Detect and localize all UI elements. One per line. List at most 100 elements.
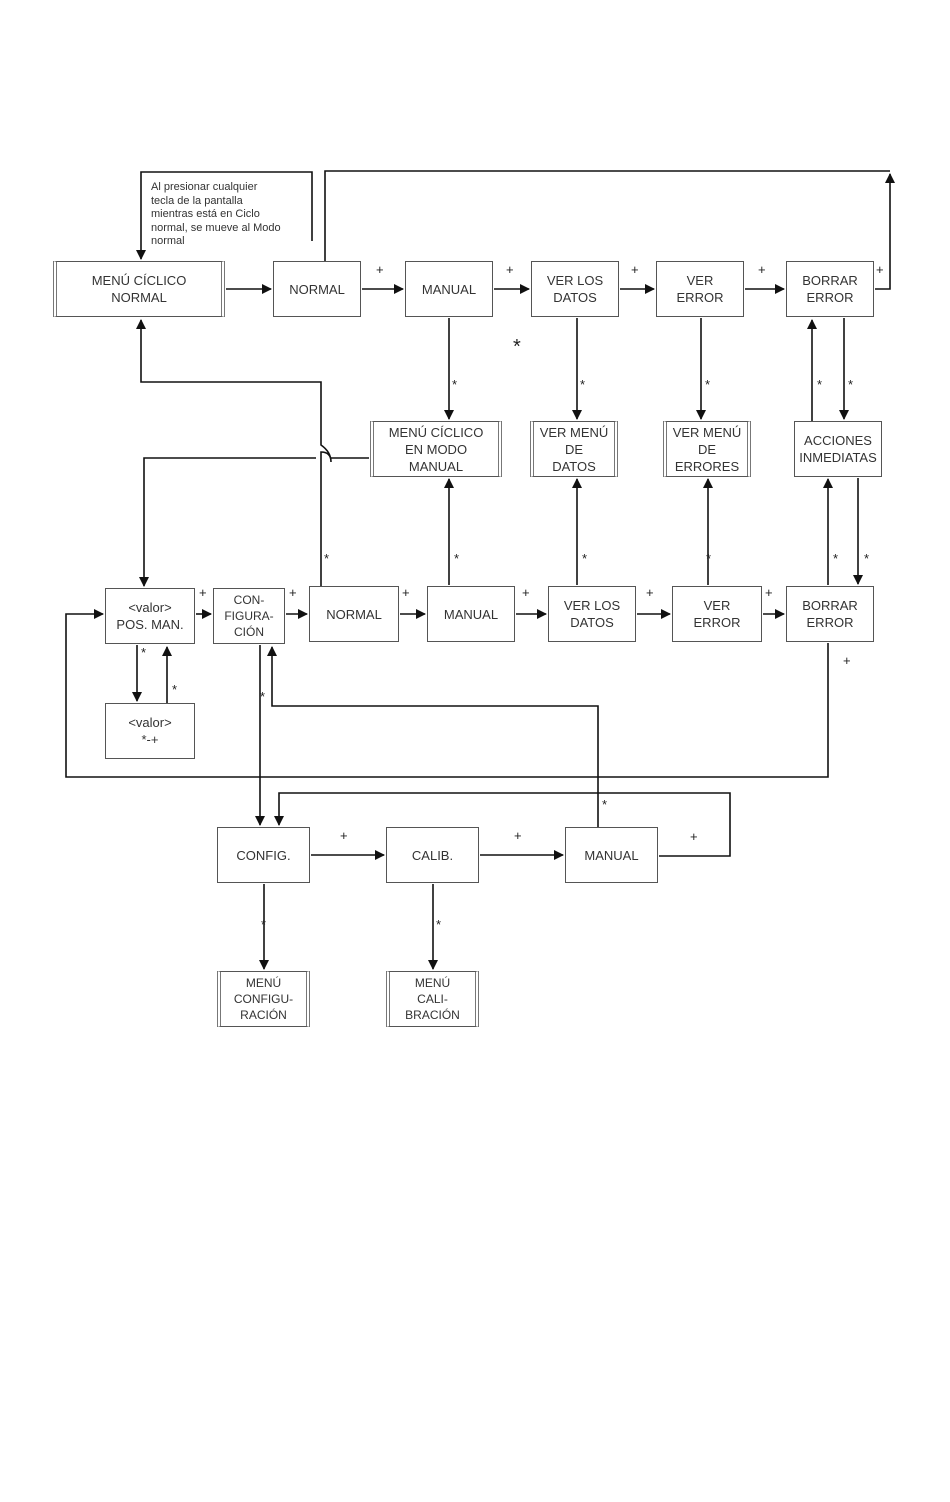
note-arrow	[136, 171, 313, 260]
star-label: *	[580, 377, 586, 392]
box-text: CONFIGU-	[233, 992, 294, 1006]
star-label: *	[864, 551, 870, 566]
box-text: ERROR	[806, 615, 854, 630]
box-text: DE	[564, 441, 584, 457]
box-menu-calibracion: MENÚ CALI- BRACIÓN	[386, 971, 479, 1027]
box-text: RACIÓN	[240, 1008, 287, 1022]
box-text: CALI-	[417, 992, 448, 1006]
box-acciones-inmediatas: ACCIONES INMEDIATAS	[794, 421, 882, 477]
return-arrow	[136, 319, 332, 586]
box-configuracion: CON- FIGURA- CIÓN	[213, 588, 285, 644]
box-calib: CALIB.	[386, 827, 479, 883]
plus-label: +	[690, 829, 698, 844]
plus-label: +	[199, 585, 207, 600]
connector-line	[324, 170, 890, 261]
box-text: MANUAL	[421, 281, 477, 297]
box-text: ERROR	[676, 290, 724, 305]
box-text: MANUAL	[408, 458, 464, 474]
box-text: DATOS	[570, 615, 614, 630]
plus-label: +	[876, 262, 884, 277]
box-text: POS. MAN.	[116, 617, 184, 632]
box-text: CIÓN	[234, 625, 264, 639]
box-text: <valor>	[128, 715, 172, 730]
box-text: VER	[703, 598, 731, 613]
box-config: CONFIG.	[217, 827, 310, 883]
plus-label: +	[522, 585, 530, 600]
box-manual-bottom: MANUAL	[565, 827, 658, 883]
star-label: *	[324, 551, 330, 566]
box-text: CONFIG.	[236, 847, 291, 863]
box-text: ERRORES	[674, 458, 740, 474]
box-text: VER MENÚ	[672, 424, 742, 440]
plus-label: +	[843, 653, 851, 668]
box-text: *-+	[141, 732, 159, 747]
star-label: *	[260, 689, 266, 704]
note-line: normal	[151, 235, 185, 248]
box-borrar-error-top: BORRAR ERROR	[786, 261, 874, 317]
note-line: Al presionar cualquier	[151, 181, 258, 193]
box-text: MANUAL	[443, 606, 499, 622]
box-text: FIGURA-	[224, 609, 274, 623]
plus-label: +	[765, 585, 773, 600]
box-valor-adjust: <valor> *-+	[105, 703, 195, 759]
plus-label: +	[402, 585, 410, 600]
box-text: MENÚ	[414, 976, 451, 990]
star-label: *	[706, 551, 712, 566]
box-text: VER LOS	[563, 598, 621, 613]
box-text: MANUAL	[584, 847, 639, 863]
plus-label: +	[506, 262, 514, 277]
box-text: ERROR	[806, 290, 854, 305]
note-line: normal, se mueve al Modo	[151, 221, 281, 234]
star-label: *	[454, 551, 460, 566]
box-text: BRACIÓN	[405, 1008, 460, 1022]
plus-label: +	[514, 828, 522, 843]
box-text: INMEDIATAS	[799, 450, 877, 465]
plus-label: +	[289, 585, 297, 600]
box-menu-ciclico-normal: MENÚ CÍCLICO NORMAL	[53, 261, 225, 317]
connector-line	[267, 646, 599, 827]
wrap-arrow-up	[875, 173, 895, 290]
note-line: tecla de la pantalla	[151, 194, 243, 207]
star-label: *	[172, 682, 178, 697]
box-text: NORMAL	[111, 290, 167, 305]
star-label: *	[833, 551, 839, 566]
box-text: DATOS	[553, 290, 597, 305]
box-text: BORRAR	[802, 598, 858, 613]
box-text: VER MENÚ	[539, 424, 609, 440]
plus-label: +	[631, 262, 639, 277]
box-text: NORMAL	[289, 281, 345, 297]
box-text: EN MODO	[404, 441, 468, 457]
loop-arrow	[65, 609, 829, 778]
box-ver-error-mid: VER ERROR	[672, 586, 762, 642]
instruction-note: Al presionar cualquier tecla de la panta…	[151, 181, 281, 249]
box-text: MENÚ CÍCLICO	[388, 424, 484, 440]
plus-label: +	[646, 585, 654, 600]
star-label: *	[513, 336, 521, 358]
box-text: CON-	[233, 593, 265, 607]
box-text: ACCIONES	[804, 433, 872, 448]
box-text: BORRAR	[802, 273, 858, 288]
box-manual-mid: MANUAL	[427, 586, 515, 642]
star-label: *	[141, 645, 147, 660]
box-text: ERROR	[693, 615, 741, 630]
star-label: *	[582, 551, 588, 566]
star-label: *	[848, 377, 854, 392]
connector-line	[274, 792, 731, 857]
box-ver-datos-mid: VER LOS DATOS	[548, 586, 636, 642]
box-text: DATOS	[552, 458, 596, 474]
star-label: *	[452, 377, 458, 392]
box-text: MENÚ CÍCLICO	[91, 273, 187, 288]
box-normal-top: NORMAL	[273, 261, 361, 317]
box-text: CALIB.	[411, 847, 454, 863]
star-label: *	[705, 377, 711, 392]
star-label: *	[817, 377, 823, 392]
star-label: *	[602, 797, 608, 812]
box-normal-mid: NORMAL	[309, 586, 399, 642]
